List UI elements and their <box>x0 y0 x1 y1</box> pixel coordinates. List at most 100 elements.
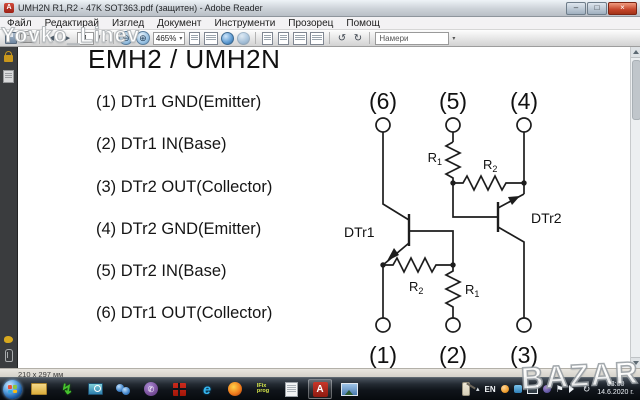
taskbar-viber-button[interactable]: ✆ <box>140 380 162 398</box>
toolbar: ◀ ▶ / 1 ⊖ ⊕ 465% ▾ ↺ ↻ ▾ <box>0 30 640 47</box>
taskbar-notepad-button[interactable] <box>280 380 302 398</box>
continuous-page-button[interactable] <box>277 31 290 45</box>
scroll-down-button[interactable] <box>631 357 640 368</box>
r1-top-label: R1 <box>428 150 442 167</box>
r1-bottom-label: R1 <box>465 282 479 299</box>
system-tray: ▴ EN ⚑ ↻ 03:00 14.6.2020 г. <box>476 381 637 397</box>
security-lock-icon[interactable] <box>4 51 13 62</box>
pin1-label: (1) <box>369 342 397 368</box>
volume-icon[interactable] <box>568 385 578 393</box>
tray-updater-icon[interactable] <box>500 385 509 393</box>
next-page-button[interactable]: ▶ <box>64 35 71 42</box>
taskbar-search-tool-button[interactable] <box>84 380 106 398</box>
taskbar-firefox-button[interactable] <box>224 380 246 398</box>
zoom-out-button[interactable]: ⊖ <box>118 31 133 45</box>
taskbar-utility-button[interactable]: ↯ <box>56 380 78 398</box>
menu-view[interactable]: Изглед <box>111 17 145 29</box>
window-title: UMH2N R1,R2 - 47K SOT363.pdf (защитен) -… <box>18 3 263 13</box>
show-hidden-icons-button[interactable]: ▴ <box>476 386 480 393</box>
taskbar-adobe-reader-button[interactable]: A <box>308 379 332 399</box>
pin3-terminal <box>516 317 532 333</box>
find-input[interactable] <box>375 31 450 45</box>
taskbar-explorer-button[interactable] <box>28 380 50 398</box>
tablet-input-panel[interactable] <box>462 382 470 396</box>
two-page-button[interactable] <box>293 31 308 45</box>
zoom-level-select[interactable]: 465% ▾ <box>152 31 186 45</box>
fit-width-icon <box>204 31 219 45</box>
print-button[interactable] <box>20 31 34 45</box>
dynamic-zoom-icon <box>221 31 235 45</box>
resistor-r1-bottom <box>444 265 462 318</box>
language-indicator[interactable]: EN <box>484 384 496 394</box>
maximize-button[interactable]: □ <box>587 1 607 15</box>
taskbar-metro-button[interactable] <box>168 380 190 398</box>
printer-icon <box>20 31 34 43</box>
previous-page-button[interactable]: ◀ <box>48 35 55 42</box>
pages-panel-icon[interactable] <box>3 70 14 83</box>
tray-network-icon[interactable] <box>526 384 538 394</box>
dtr1-base-wire <box>409 230 454 265</box>
zoom-in-button[interactable]: ⊕ <box>135 31 150 45</box>
rotate-cw-button[interactable]: ↻ <box>353 32 363 44</box>
dtr2-emitter-arrow <box>508 196 520 205</box>
menu-tools[interactable]: Инструменти <box>214 17 276 29</box>
fit-page-button[interactable] <box>188 31 201 45</box>
taskbar-network-tool-button[interactable] <box>112 380 134 398</box>
two-page-scroll-button[interactable] <box>310 31 325 45</box>
close-button[interactable]: × <box>608 1 637 15</box>
pin-description: (1) DTr1 GND(Emitter) <box>96 93 262 111</box>
pin5-terminal <box>445 117 461 133</box>
pin-description: (3) DTr2 OUT(Collector) <box>96 177 273 196</box>
menu-edit[interactable]: Редактирай <box>44 17 99 29</box>
folder-icon <box>31 383 47 395</box>
tray-messenger-icon[interactable] <box>513 385 522 393</box>
start-button[interactable] <box>3 379 22 399</box>
menu-file[interactable]: Файл <box>7 17 32 29</box>
scrollbar-thumb[interactable] <box>632 60 640 120</box>
viber-phone-icon: ✆ <box>144 382 158 396</box>
circuit-diagram: (6) (5) (4) (1) (2) (3) DTr1 DTr2 R1 R2 … <box>344 88 562 368</box>
comments-panel-icon[interactable] <box>4 336 13 343</box>
save-button[interactable] <box>4 32 17 45</box>
menu-document[interactable]: Документ <box>157 17 202 29</box>
action-center-flag-icon[interactable]: ⚑ <box>555 383 564 394</box>
fit-width-button[interactable] <box>204 31 219 45</box>
junction-dot <box>450 180 456 186</box>
dtr1-label: DTr1 <box>344 224 375 240</box>
page-count-label: / 1 <box>98 33 107 43</box>
menu-window[interactable]: Прозорец <box>288 17 334 29</box>
taskbar-clock[interactable]: 03:00 14.6.2020 г. <box>597 381 634 397</box>
tray-viber-icon[interactable] <box>542 385 551 393</box>
find-dropdown-icon[interactable]: ▾ <box>452 35 456 42</box>
toolbar-separator <box>255 32 257 44</box>
single-page-button[interactable] <box>261 31 274 45</box>
attachments-paperclip-icon[interactable] <box>4 349 13 362</box>
dtr2-collector-wire <box>497 226 525 318</box>
adobe-reader-icon: A <box>4 3 14 13</box>
pin2-label: (2) <box>439 342 467 368</box>
windows-flag-icon <box>7 384 18 394</box>
dynamic-zoom-button[interactable] <box>221 31 235 45</box>
resistor-r1-top <box>444 141 462 183</box>
navigation-sidebar <box>0 47 18 368</box>
taskbar-image-viewer-button[interactable] <box>338 380 360 398</box>
r2-top-label: R2 <box>483 157 497 174</box>
taskbar-ie-button[interactable]: e <box>196 380 218 398</box>
menu-help[interactable]: Помощ <box>346 17 380 29</box>
page-number-input[interactable] <box>77 31 94 45</box>
vertical-scrollbar[interactable] <box>630 47 640 368</box>
rotate-ccw-button[interactable]: ↺ <box>337 32 347 44</box>
dtr1-emitter-arrow <box>387 248 399 261</box>
page-size-label: 210 x 297 мм <box>18 369 64 379</box>
minimize-button[interactable]: – <box>566 1 586 15</box>
marquee-zoom-button[interactable] <box>237 31 251 45</box>
image-viewer-icon <box>340 382 358 396</box>
scroll-up-button[interactable] <box>631 47 640 58</box>
sync-arrow-icon[interactable]: ↻ <box>582 383 591 394</box>
junction-dot <box>450 262 456 268</box>
pin4-terminal <box>516 117 532 133</box>
